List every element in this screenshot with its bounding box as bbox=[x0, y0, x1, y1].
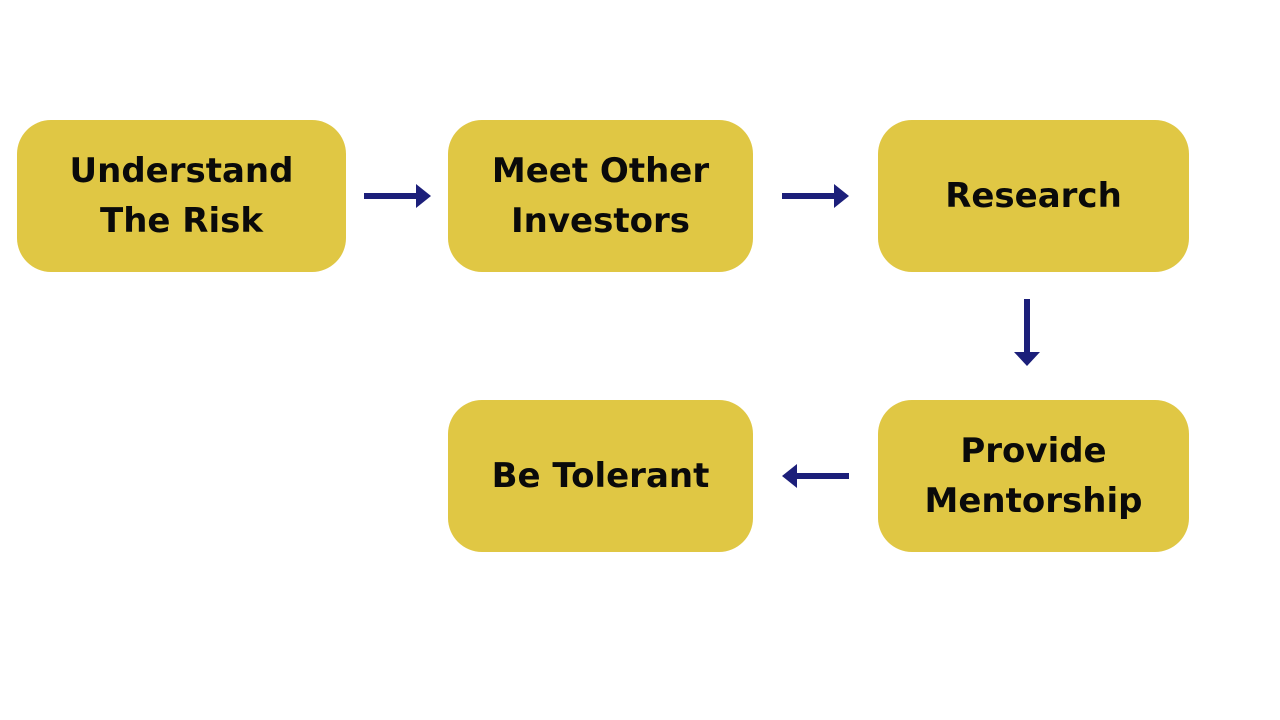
step-label: Meet Other Investors bbox=[491, 151, 710, 241]
arrow-step2-to-step3 bbox=[782, 184, 849, 208]
arrow-step3-to-step4 bbox=[1014, 299, 1040, 366]
arrow-step4-to-step5 bbox=[782, 464, 849, 488]
step-provide-mentorship: Provide Mentorship bbox=[878, 400, 1189, 552]
step-research: Research bbox=[878, 120, 1189, 272]
step-meet-other-investors: Meet Other Investors bbox=[448, 120, 753, 272]
step-understand-the-risk: Understand The Risk bbox=[17, 120, 346, 272]
step-label: Be Tolerant bbox=[491, 456, 710, 496]
step-label: Understand The Risk bbox=[69, 151, 294, 241]
step-label: Research bbox=[945, 176, 1122, 216]
step-be-tolerant: Be Tolerant bbox=[448, 400, 753, 552]
arrow-step1-to-step2 bbox=[364, 184, 431, 208]
step-label: Provide Mentorship bbox=[924, 431, 1143, 521]
